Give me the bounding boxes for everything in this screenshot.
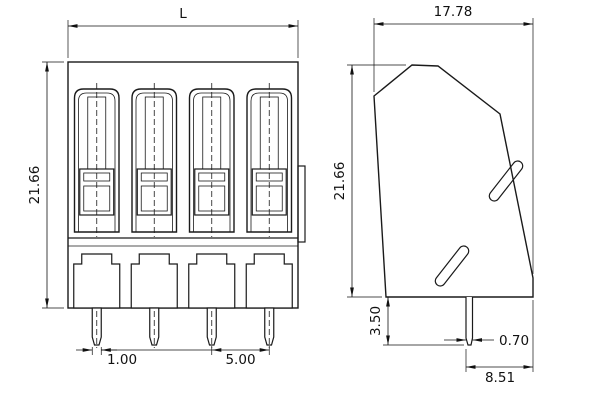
side-latch xyxy=(297,165,306,243)
side-view xyxy=(373,64,534,346)
dimension-pitch: 5.00 xyxy=(101,346,270,368)
dimension-side-height: 21.66 xyxy=(332,64,406,298)
side-body-outline xyxy=(373,64,534,298)
dimension-side-width: 17.78 xyxy=(373,4,534,274)
wire-entry-slot-upper xyxy=(488,160,524,202)
dim-label-pitch: 5.00 xyxy=(225,352,255,368)
wire-entry-slot-lower xyxy=(434,245,470,287)
dimension-front-height: 21.66 xyxy=(27,61,64,309)
front-view xyxy=(67,61,306,349)
dim-label-side-height: 21.66 xyxy=(332,162,348,201)
dim-label-front-width: L xyxy=(179,6,187,22)
dim-label-pin-position: 8.51 xyxy=(485,370,515,386)
dim-label-side-width: 17.78 xyxy=(434,4,473,20)
dim-label-pin-length: 3.50 xyxy=(368,306,384,336)
dim-label-front-height: 21.66 xyxy=(27,166,43,205)
side-solder-pin xyxy=(465,297,474,346)
dim-label-pin-width: 1.00 xyxy=(107,352,137,368)
dimension-pin-thickness: 0.70 xyxy=(444,333,529,349)
dim-label-pin-thickness: 0.70 xyxy=(499,333,529,349)
dimension-pin-length: 3.50 xyxy=(368,297,464,346)
dimension-pin-position: 8.51 xyxy=(465,300,534,386)
dimension-front-width: L xyxy=(67,6,299,58)
